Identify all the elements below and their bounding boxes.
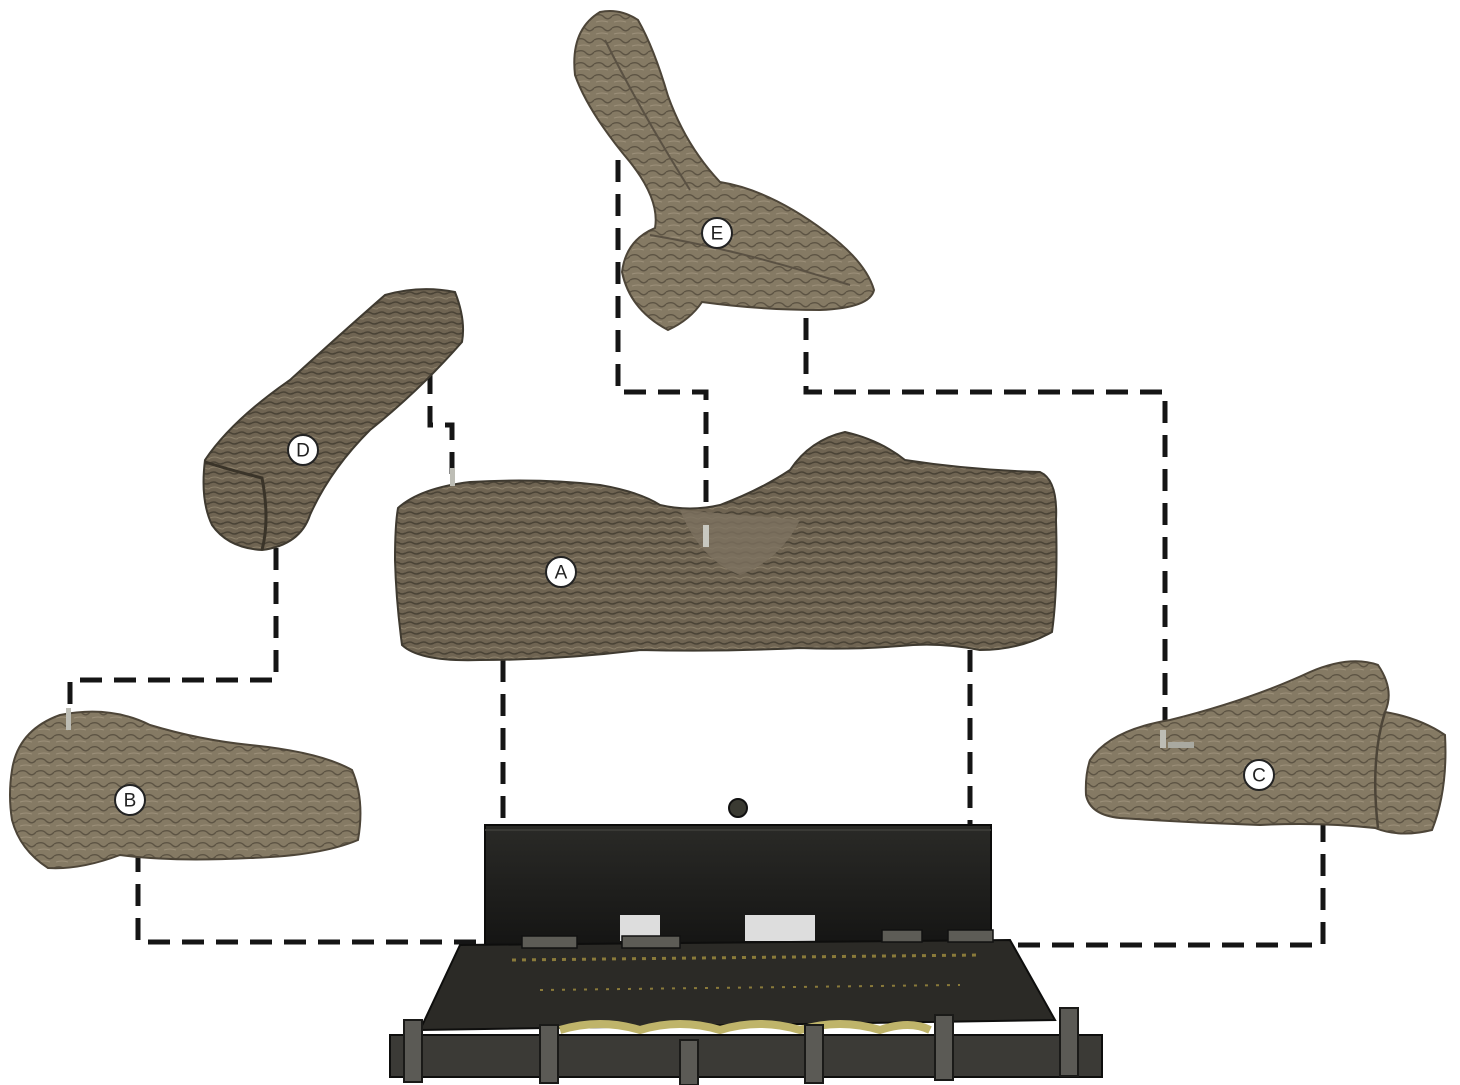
grate-leg (935, 1015, 953, 1080)
guide-d-to-b (70, 548, 276, 710)
grate-leg (1060, 1008, 1078, 1076)
label-b: B (124, 791, 137, 812)
grate-leg (404, 1020, 422, 1082)
grate-front-rail (390, 1035, 1102, 1077)
log-a (395, 432, 1057, 660)
label-badge-c: C (1244, 760, 1274, 790)
label-c: C (1252, 766, 1266, 787)
label-badge-a: A (546, 557, 576, 587)
label-d: D (296, 441, 310, 462)
label-badge-d: D (288, 435, 318, 465)
label-a: A (555, 563, 568, 584)
burner-knob (729, 799, 747, 817)
log-b (10, 708, 360, 868)
label-badge-b: B (115, 785, 145, 815)
grate-leg (805, 1025, 823, 1083)
guide-d-to-a (430, 372, 452, 480)
grate-leg (680, 1040, 698, 1085)
log-c (1086, 661, 1446, 833)
label-badge-e: E (702, 218, 732, 248)
burner-grate-assembly (390, 799, 1102, 1085)
label-e: E (711, 224, 724, 245)
grate-leg (540, 1025, 558, 1083)
guide-c-to-grate (975, 820, 1323, 985)
